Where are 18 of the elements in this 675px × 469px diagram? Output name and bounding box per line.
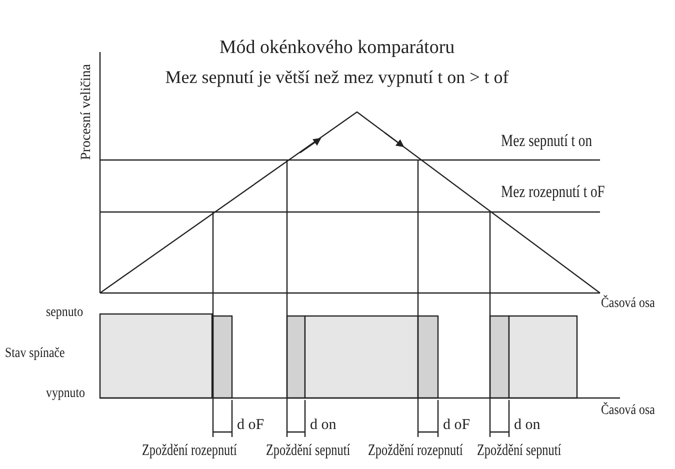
state-label: sepnuto [46,306,84,320]
delay-symbol: d oF [237,418,264,433]
axis-label: Časová osa [601,404,655,418]
delay-symbol: d oF [443,418,470,433]
subtitle: Mez sepnutí je větší než mez vypnutí t on > t of [165,68,509,86]
state-label: vypnuto [46,387,85,401]
delay-label: Zpoždění sepnutí [477,443,562,459]
diagram-title: Mód okénkového komparátoru [219,38,455,57]
axis-label: Procesní veličina [80,64,94,160]
threshold-label: Mez sepnutí t on [501,132,592,149]
axis-label: Časová osa [601,297,655,311]
threshold-label: Mez rozepnutí t oF [501,183,605,200]
delay-label: Zpoždění rozepnutí [368,443,463,459]
delay-label: Zpoždění sepnutí [266,443,350,459]
delay-symbol: d on [514,418,540,433]
delay-symbol: d on [310,418,336,433]
delay-label: Zpoždění rozepnutí [142,443,237,459]
axis-label: Stav spínače [5,347,65,361]
